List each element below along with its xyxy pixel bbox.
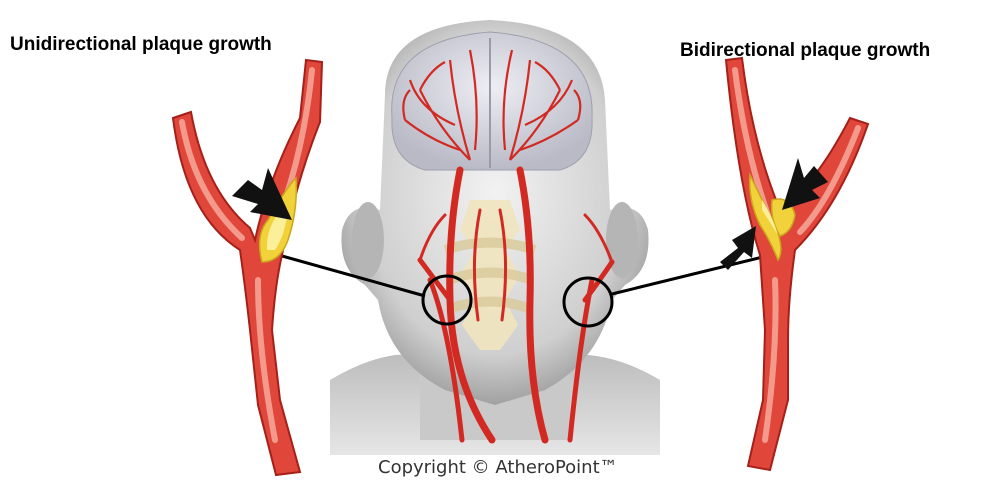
left-ear	[352, 202, 384, 278]
left-artery-body	[173, 60, 322, 475]
right-artery-diagram	[720, 58, 868, 470]
right-diagram-title: Bidirectional plaque growth	[680, 40, 930, 62]
right-artery-body	[726, 58, 868, 470]
left-diagram-title: Unidirectional plaque growth	[10, 34, 272, 56]
head-illustration	[330, 20, 660, 455]
copyright-text: Copyright © AtheroPoint™	[378, 457, 618, 478]
left-artery-diagram	[173, 60, 322, 475]
